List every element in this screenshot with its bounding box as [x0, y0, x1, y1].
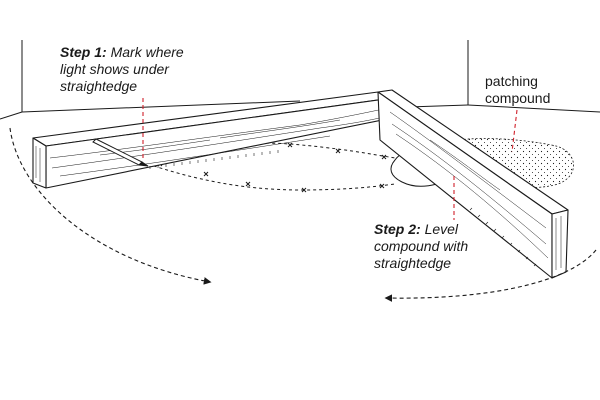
step1-line-3: straightedge [60, 78, 138, 94]
right-sweep-arrow [384, 249, 597, 302]
patching-compound-label: patching compound [485, 73, 550, 107]
patch-leader [511, 109, 518, 153]
leader-lines [142, 98, 518, 220]
step2-line-1: Level [424, 221, 459, 237]
step1-heading: Step 1: [60, 44, 107, 60]
step2-line-3: straightedge [374, 255, 452, 271]
step2-line-2: compound with [374, 238, 469, 254]
patch-line-2: compound [485, 90, 551, 106]
straightedge-board-left [32, 91, 393, 189]
sweep-arrows [9, 127, 597, 302]
pencil [92, 138, 149, 167]
room-walls [0, 40, 600, 120]
step1-line-1: Mark where [110, 44, 184, 60]
step1-line-2: light shows under [60, 61, 169, 77]
step2-label: Step 2: Level compound with straightedge [374, 221, 468, 272]
left-sweep-arrow [9, 127, 212, 285]
patch-line-1: patching [485, 73, 538, 89]
step1-label: Step 1: Mark where light shows under str… [60, 44, 184, 95]
step2-heading: Step 2: [374, 221, 421, 237]
